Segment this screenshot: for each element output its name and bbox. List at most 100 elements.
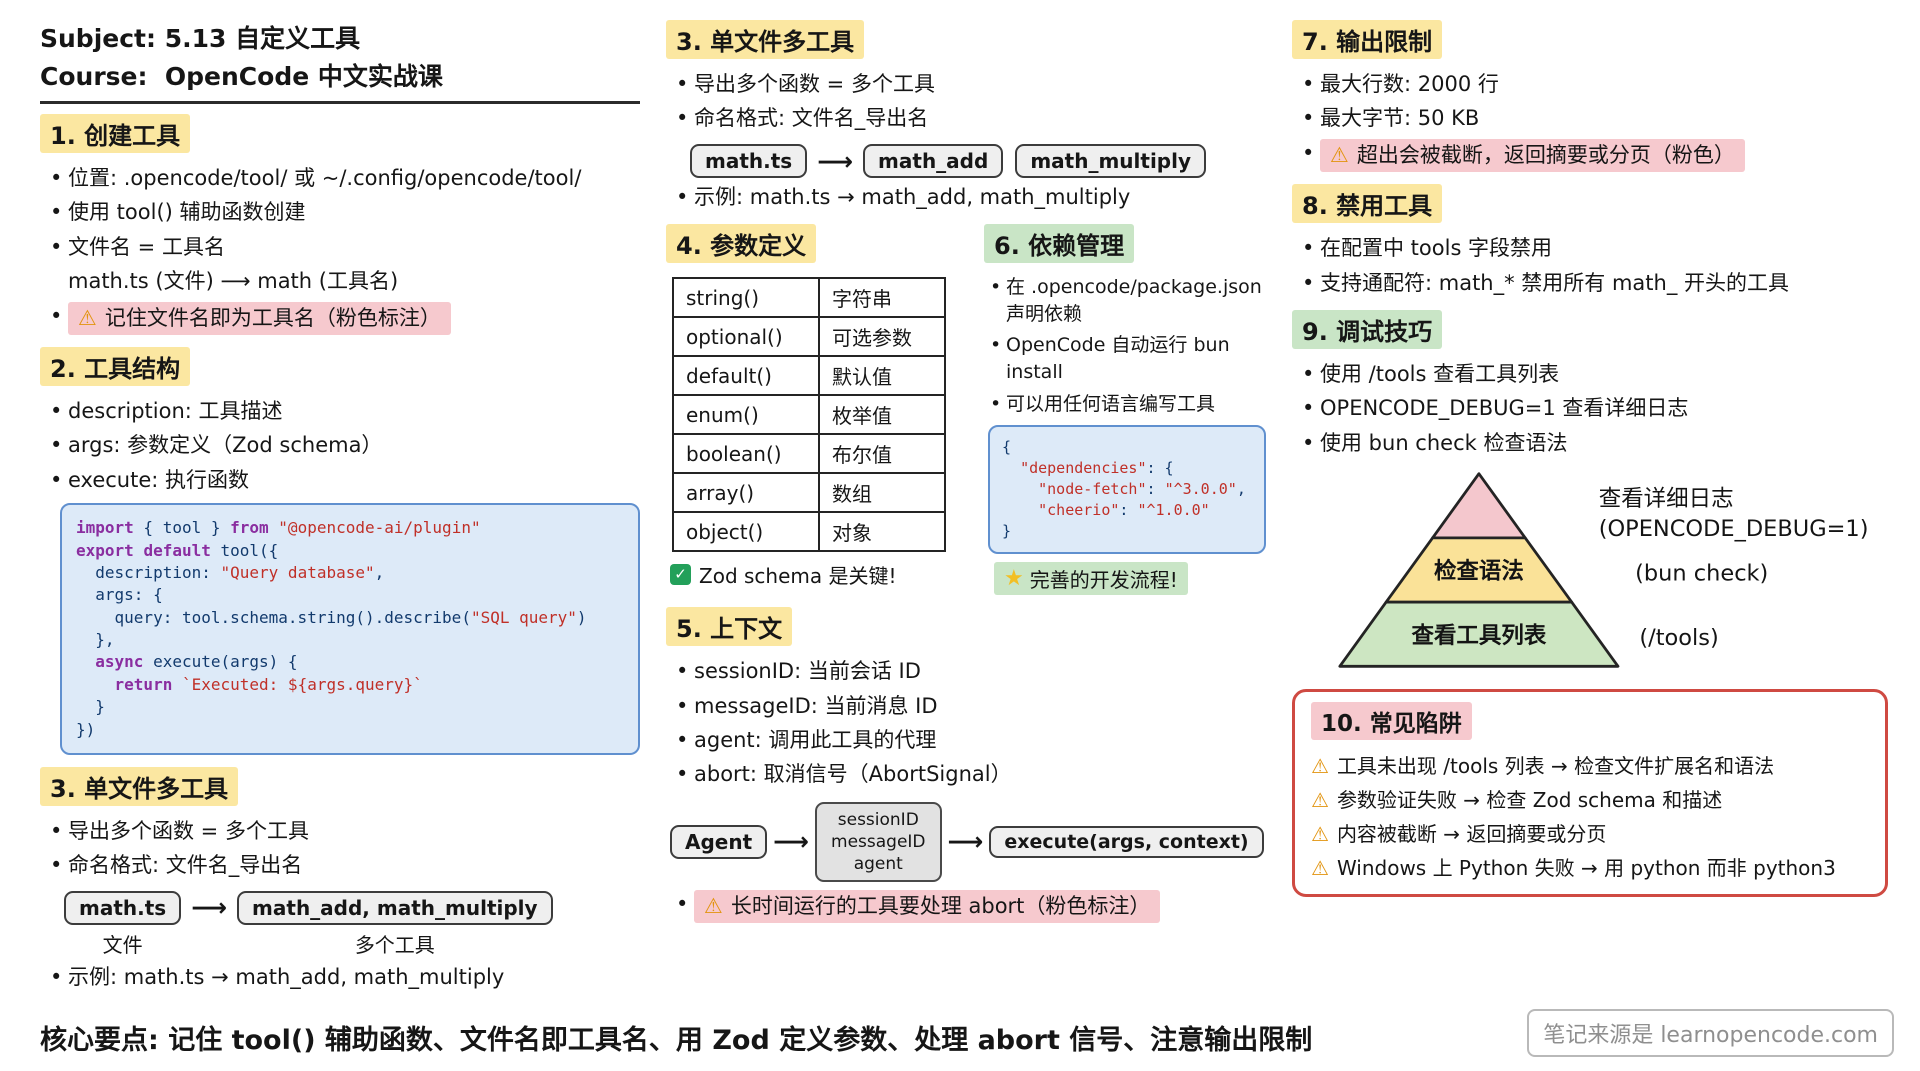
warning-icon: ⚠ (78, 305, 97, 330)
example-list: 示例: math.ts → math_add, math_multiply (40, 963, 640, 993)
section-tool-structure: 2. 工具结构 description: 工具描述 args: 参数定义（Zod… (40, 346, 640, 756)
bullet-item: 命名格式: 文件名_导出名 (40, 851, 640, 881)
pyramid-bottom-layer (1338, 600, 1620, 668)
param-desc-cell: 数组 (818, 472, 946, 514)
bullet-item: 使用 /tools 查看工具列表 (1292, 360, 1892, 390)
tools-pill: math_add, math_multiply (237, 890, 553, 925)
tools-caption: 多个工具 (354, 932, 435, 957)
footer: 核心要点: 记住 tool() 辅助函数、文件名即工具名、用 Zod 定义参数、… (40, 1009, 1894, 1057)
param-fn-cell: array() (672, 472, 820, 514)
pyramid-top-label-line1: 查看详细日志 (1599, 486, 1734, 512)
bullet-list: 使用 /tools 查看工具列表 OPENCODE_DEBUG=1 查看详细日志… (1292, 360, 1892, 459)
section-title-multi-left: 3. 单文件多工具 (40, 767, 239, 807)
pitfall-text: 参数验证失败 → 检查 Zod schema 和描述 (1336, 788, 1723, 813)
tool-pill: math_add (863, 143, 1004, 178)
pyramid-top-layer (1431, 472, 1527, 540)
bullet-item: 最大行数: 2000 行 (1292, 70, 1892, 100)
pitfall-item: ⚠ Windows 上 Python 失败 → 用 python 而非 pyth… (1311, 855, 1869, 882)
pitfall-text: 工具未出现 /tools 列表 → 检查文件扩展名和语法 (1336, 754, 1775, 779)
table-row: optional()可选参数 (672, 316, 946, 358)
bullet-item: sessionID: 当前会话 ID (666, 657, 1266, 687)
warning-highlight: ⚠ 长时间运行的工具要处理 abort（粉色标注） (694, 889, 1161, 924)
param-fn-cell: object() (672, 511, 820, 553)
bullet-item: 导出多个函数 = 多个工具 (40, 817, 640, 847)
warning-note: ⚠超出会被截断，返回摘要或分页（粉色） (1292, 138, 1892, 173)
long-arrow-icon: ⟶ (947, 827, 984, 857)
key-note: ✓ Zod schema 是关键! (670, 560, 962, 589)
table-row: object()对象 (672, 511, 946, 553)
section-common-pitfalls: 10. 常见陷阱 ⚠ 工具未出现 /tools 列表 → 检查文件扩展名和语法 … (1292, 689, 1888, 898)
warning-list: ⚠记住文件名即为工具名（粉色标注） (40, 301, 640, 335)
section-dependency: 6. 依赖管理 在 .opencode/package.json 声明依赖 Op… (984, 224, 1266, 596)
param-table: string()字符串 optional()可选参数 default()默认值 … (672, 277, 946, 553)
bullet-item: 可以用任何语言编写工具 (984, 391, 1266, 418)
bullet-item: args: 参数定义（Zod schema） (40, 431, 640, 461)
param-desc-cell: 可选参数 (818, 316, 946, 358)
pitfall-text: Windows 上 Python 失败 → 用 python 而非 python… (1336, 856, 1836, 881)
bullet-list: 导出多个函数 = 多个工具 命名格式: 文件名_导出名 (40, 817, 640, 881)
course-line: Course: OpenCode 中文实战课 (40, 61, 443, 91)
table-row: boolean()布尔值 (672, 433, 946, 475)
section-context: 5. 上下文 sessionID: 当前会话 ID messageID: 当前消… (666, 607, 1266, 924)
bullet-list: 最大行数: 2000 行 最大字节: 50 KB ⚠超出会被截断，返回摘要或分页… (1292, 70, 1892, 173)
warning-icon: ⚠ (1311, 856, 1329, 881)
debug-pyramid: 检查语法 查看工具列表 查看详细日志 (OPENCODE_DEBUG=1) (b… (1318, 463, 1892, 677)
section-create-tool: 1. 创建工具 位置: .opencode/tool/ 或 ~/.config/… (40, 114, 640, 335)
warning-note: ⚠ 长时间运行的工具要处理 abort（粉色标注） (666, 889, 1266, 924)
context-line: messageID (831, 831, 926, 852)
pitfall-item: ⚠ 工具未出现 /tools 列表 → 检查文件扩展名和语法 (1311, 753, 1869, 780)
section-title-deps: 6. 依赖管理 (984, 224, 1135, 264)
context-box: sessionID messageID agent (815, 801, 942, 882)
bullet-item: 使用 bun check 检查语法 (1292, 429, 1892, 459)
param-fn-cell: enum() (672, 394, 820, 436)
param-subcolumn: 4. 参数定义 string()字符串 optional()可选参数 defau… (666, 224, 962, 601)
table-row: array()数组 (672, 472, 946, 514)
bullet-item: 在 .opencode/package.json 声明依赖 (984, 274, 1266, 327)
long-arrow-icon: ⟶ (817, 147, 854, 177)
section-debug-tips: 9. 调试技巧 使用 /tools 查看工具列表 OPENCODE_DEBUG=… (1292, 309, 1892, 677)
section-title-context: 5. 上下文 (666, 607, 793, 647)
section-param-definition: 4. 参数定义 string()字符串 optional()可选参数 defau… (666, 224, 962, 589)
param-desc-cell: 对象 (818, 511, 946, 553)
bullet-item: 命名格式: 文件名_导出名 (666, 104, 1266, 134)
file-stack: math.ts 文件 (64, 890, 182, 958)
note-header: Subject: 5.13 自定义工具 Course: OpenCode 中文实… (40, 20, 640, 104)
section-title-debug: 9. 调试技巧 (1292, 309, 1443, 349)
param-fn-cell: default() (672, 355, 820, 397)
file-tools-diagram: math.ts ⟶ math_add math_multiply (690, 143, 1266, 178)
mapping-line: math.ts (文件) ⟶ math (工具名) (68, 269, 399, 294)
bullet-item: messageID: 当前消息 ID (666, 692, 1266, 722)
key-note-text: Zod schema 是关键! (699, 564, 897, 589)
bullet-list: sessionID: 当前会话 ID messageID: 当前消息 ID ag… (666, 657, 1266, 790)
bullet-item: 最大字节: 50 KB (1292, 104, 1892, 134)
context-flow-diagram: Agent ⟶ sessionID messageID agent ⟶ exec… (670, 801, 1266, 882)
bullet-item: 使用 tool() 辅助函数创建 (40, 198, 640, 228)
bullet-item: OPENCODE_DEBUG=1 查看详细日志 (1292, 394, 1892, 424)
check-icon: ✓ (670, 564, 691, 586)
pyramid-middle-label: (bun check) (1635, 561, 1768, 587)
param-desc-cell: 默认值 (818, 355, 946, 397)
warning-text: 长时间运行的工具要处理 abort（粉色标注） (730, 893, 1151, 918)
workflow-text: 完善的开发流程! (1029, 568, 1178, 593)
section-title-output: 7. 输出限制 (1292, 20, 1443, 59)
bullet-list: 在配置中 tools 字段禁用 支持通配符: math_* 禁用所有 math_… (1292, 234, 1892, 298)
execute-pill: execute(args, context) (989, 825, 1264, 858)
warning-highlight: ⚠记住文件名即为工具名（粉色标注） (68, 301, 451, 335)
bullet-item: 支持通配符: math_* 禁用所有 math_ 开头的工具 (1292, 269, 1892, 299)
warning-icon: ⚠ (704, 893, 723, 918)
example-line: 示例: math.ts → math_add, math_multiply (666, 183, 1266, 213)
bullet-list: 在 .opencode/package.json 声明依赖 OpenCode 自… (984, 274, 1266, 417)
pyramid-top-label-line2: (OPENCODE_DEBUG=1) (1599, 516, 1869, 542)
bullet-item: agent: 调用此工具的代理 (666, 726, 1266, 756)
example-line: 示例: math.ts → math_add, math_multiply (40, 963, 640, 993)
bullet-list: 位置: .opencode/tool/ 或 ~/.config/opencode… (40, 164, 640, 263)
notes-page: Subject: 5.13 自定义工具 Course: OpenCode 中文实… (0, 0, 1920, 1004)
section-title-pitfalls: 10. 常见陷阱 (1311, 702, 1472, 741)
tools-stack: math_add, math_multiply 多个工具 (237, 890, 553, 958)
table-row: enum()枚举值 (672, 394, 946, 436)
star-icon: ★ (1004, 566, 1024, 592)
bullet-item: 位置: .opencode/tool/ 或 ~/.config/opencode… (40, 164, 640, 194)
section-multi-tool-middle: 3. 单文件多工具 导出多个函数 = 多个工具 命名格式: 文件名_导出名 ma… (666, 20, 1266, 213)
file-pill: math.ts (690, 143, 808, 178)
workflow-highlight: ★完善的开发流程! (994, 562, 1188, 596)
